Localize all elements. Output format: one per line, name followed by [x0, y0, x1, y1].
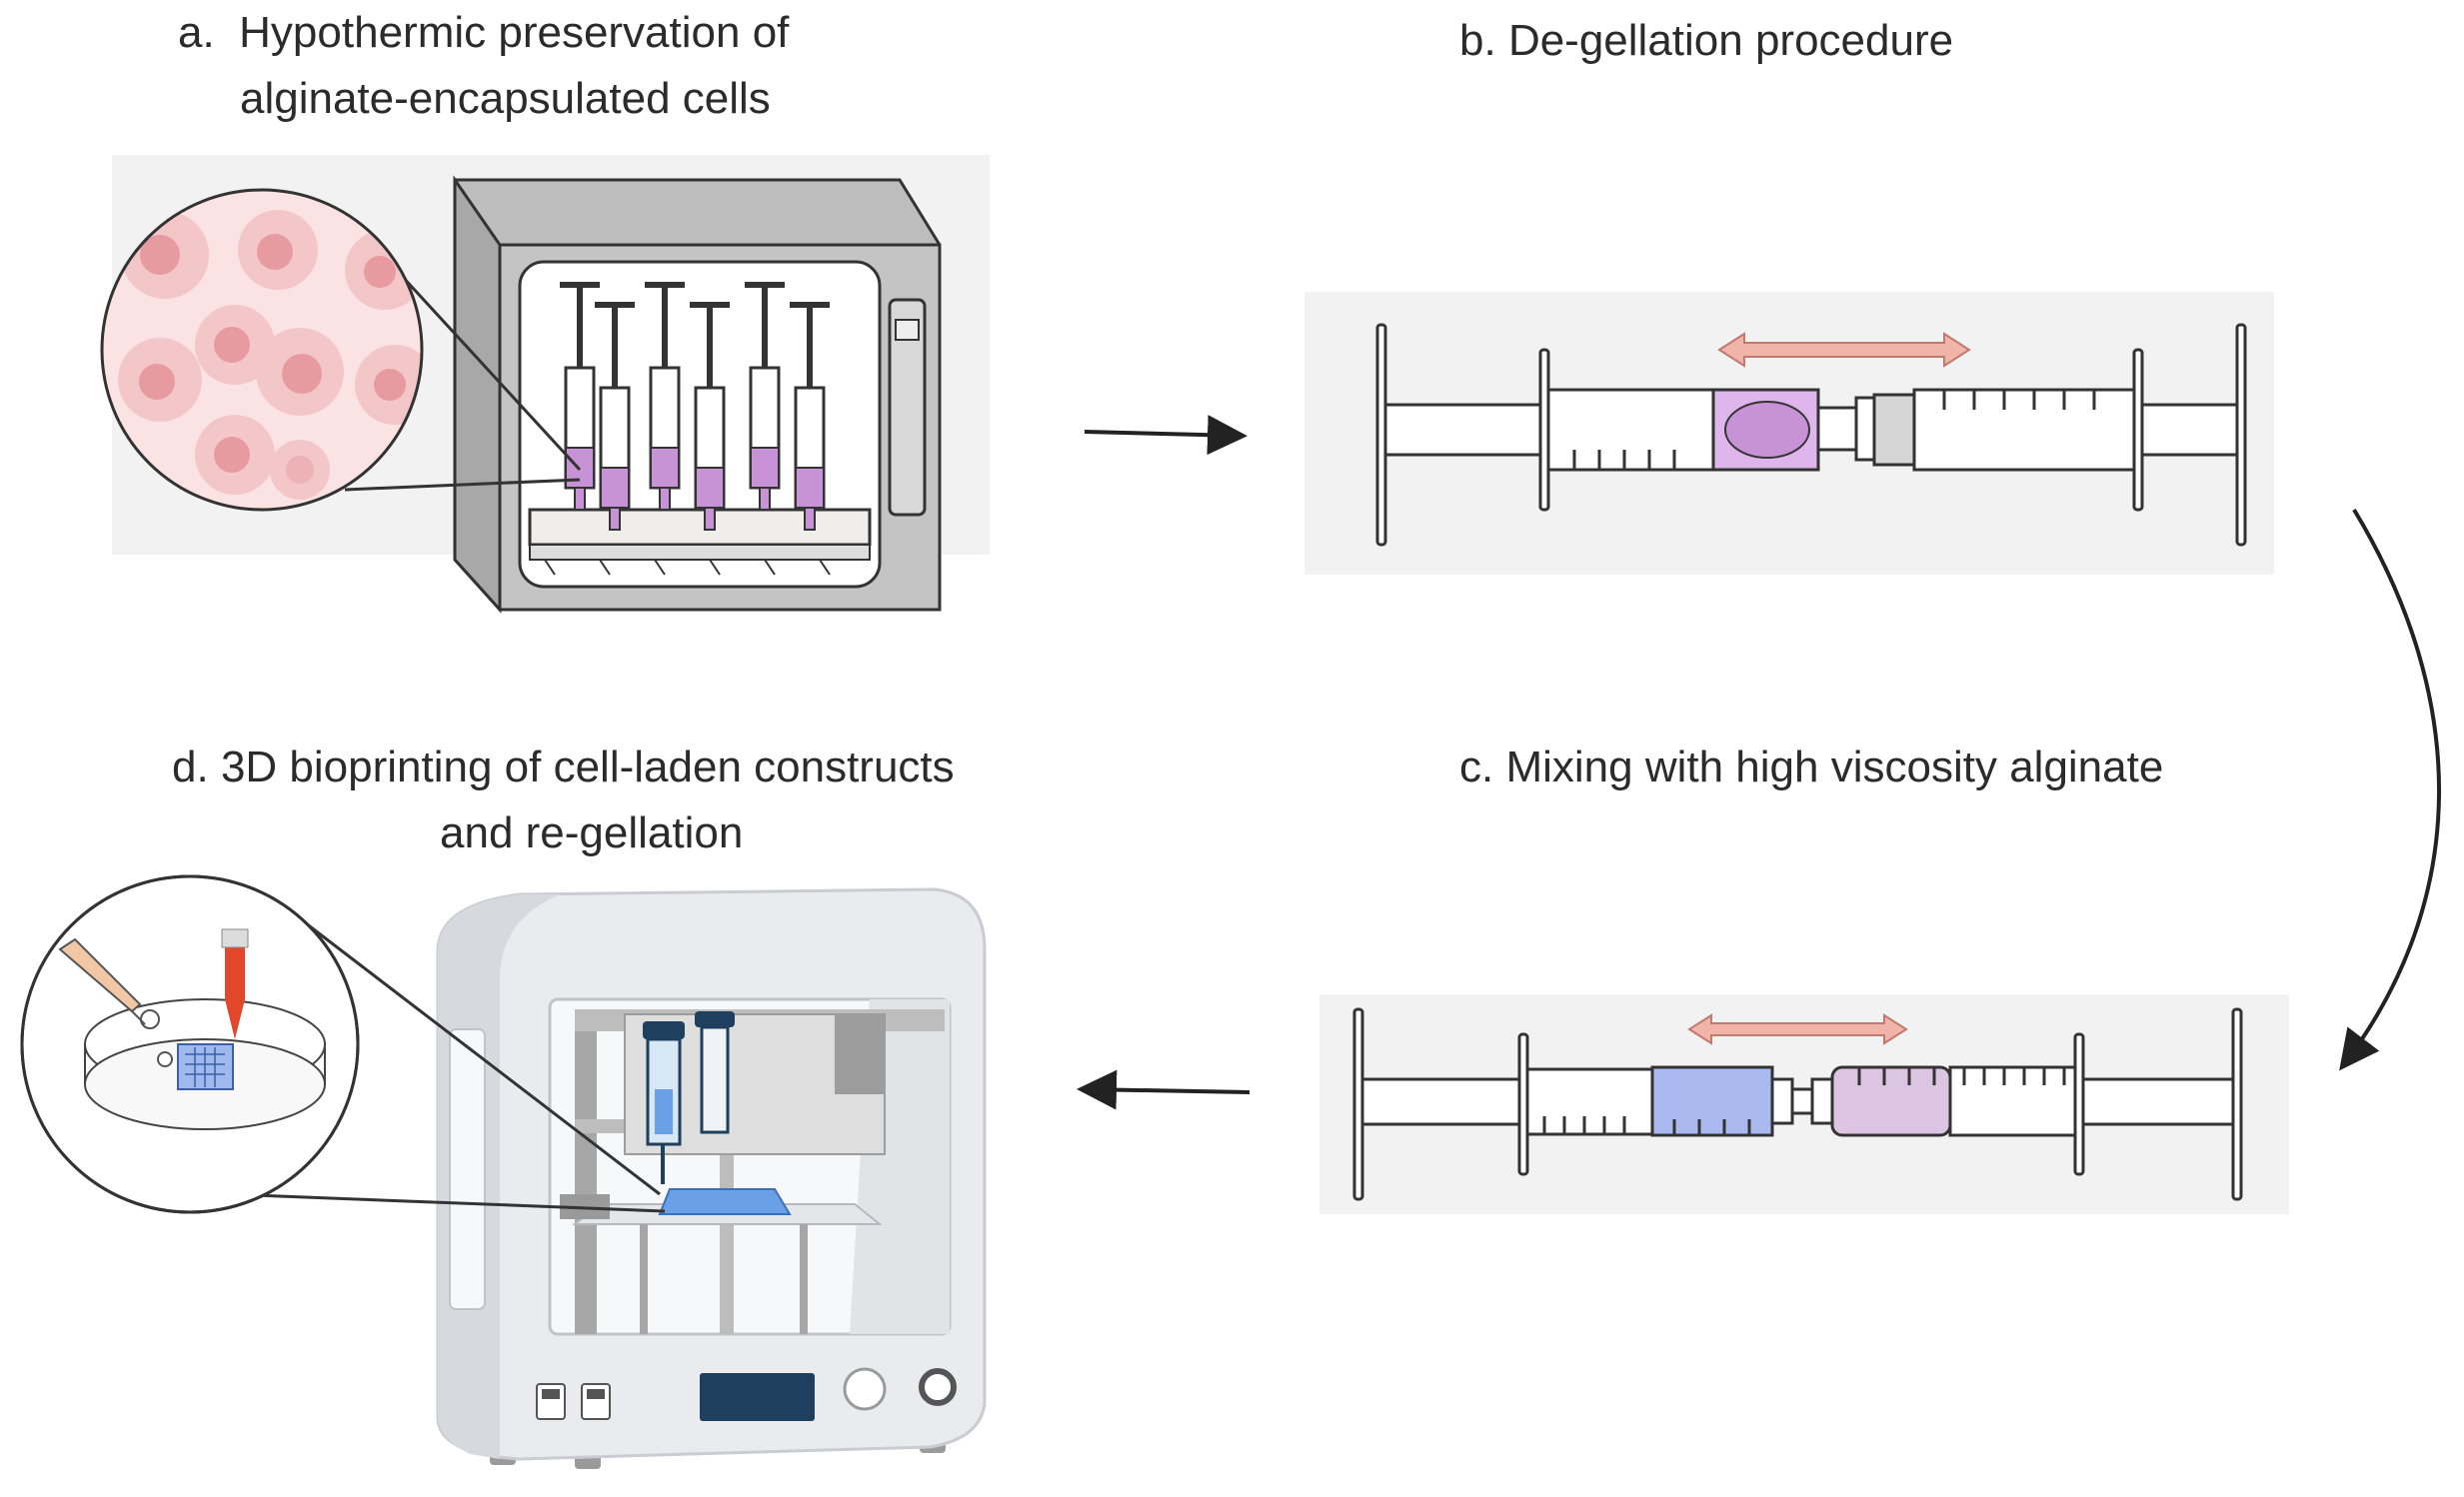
- panel-d-title-line1: 3D bioprinting of cell-laden constructs: [220, 743, 955, 791]
- panel-c-letter: c.: [1459, 743, 1494, 791]
- panel-b-title: b. De-gellation procedure: [1459, 8, 1953, 74]
- panel-a-title: a. Hypothermic preservation of: [178, 0, 789, 66]
- pipette-icon: [58, 937, 146, 1025]
- panel-b-letter: b.: [1459, 16, 1496, 65]
- double-arrow-icon: [1687, 1013, 1908, 1045]
- panel-a-incubator: [100, 155, 990, 614]
- flow-arrow-icon: [1077, 1069, 1250, 1110]
- panel-a-letter: a.: [178, 8, 215, 57]
- bioprinter-icon: [436, 887, 987, 1469]
- zoom-circle-cells: [100, 188, 424, 512]
- panel-c-mixing: [1319, 994, 2289, 1214]
- double-arrow-icon: [1717, 332, 1971, 368]
- zoom-line: [344, 478, 581, 492]
- flow-arrow-icon: [2339, 508, 2441, 1071]
- panel-d-title-line2: and re-gellation: [440, 808, 744, 857]
- syringe-icon: [790, 302, 830, 531]
- panel-c-title: c. Mixing with high viscosity alginate: [1459, 735, 2163, 800]
- panel-d-title: d. 3D bioprinting of cell-laden construc…: [172, 735, 955, 800]
- flow-arrow-icon: [1084, 415, 1247, 456]
- syringe-icon: [745, 282, 785, 511]
- panel-d-bioprinting: [20, 874, 987, 1469]
- syringe-icon: [690, 302, 730, 531]
- panel-d-letter: d.: [172, 743, 209, 791]
- panel-b-title-line1: De-gellation procedure: [1507, 16, 1954, 65]
- panel-c-title-line1: Mixing with high viscosity alginate: [1505, 743, 2164, 791]
- zoom-line: [271, 895, 661, 1196]
- panel-a-title-line1: Hypothermic preservation of: [239, 8, 790, 57]
- panel-b-degellation: [1304, 292, 2274, 575]
- petri-dish-icon: [20, 874, 360, 1214]
- syringe-rack: [560, 282, 830, 531]
- syringe-icon: [560, 282, 600, 511]
- panel-a-title-line2: alginate-encapsulated cells: [240, 74, 771, 123]
- syringe-icon: [645, 282, 685, 511]
- syringe-icon: [595, 302, 635, 531]
- zoom-line: [227, 1192, 666, 1213]
